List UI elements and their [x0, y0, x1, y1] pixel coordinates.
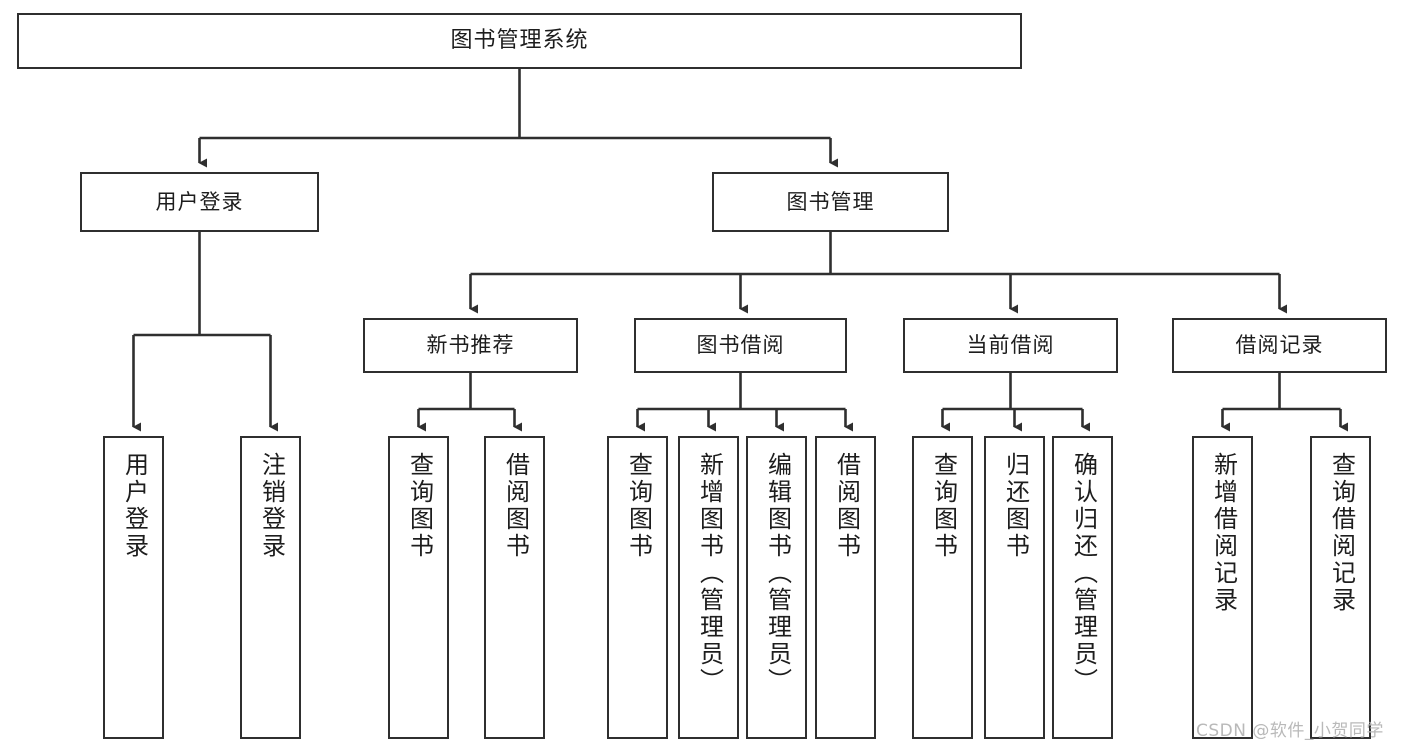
node-book-borrow-label: 图书借阅: [696, 333, 785, 358]
node-leaf-user-login[interactable]: 用户登录: [103, 436, 164, 739]
node-leaf-edit-book-label: 编辑图书（管理员）: [763, 452, 792, 695]
node-leaf-query-book-b[interactable]: 查询图书: [607, 436, 668, 739]
node-root-label: 图书管理系统: [450, 28, 589, 54]
node-leaf-return-book[interactable]: 归还图书: [984, 436, 1045, 739]
watermark: CSDN @软件_小贺同学: [1196, 721, 1384, 741]
node-leaf-logout-login-label: 注销登录: [257, 452, 286, 560]
node-leaf-edit-book[interactable]: 编辑图书（管理员）: [746, 436, 807, 739]
node-leaf-query-book-c[interactable]: 查询图书: [912, 436, 973, 739]
node-leaf-add-borrow-record-label: 新增借阅记录: [1209, 452, 1238, 614]
node-leaf-query-book-a[interactable]: 查询图书: [388, 436, 449, 739]
node-borrow-record[interactable]: 借阅记录: [1172, 318, 1387, 373]
node-leaf-return-book-label: 归还图书: [1001, 452, 1030, 560]
node-new-book-recommend-label: 新书推荐: [426, 333, 515, 358]
node-leaf-borrow-book-a-label: 借阅图书: [501, 452, 530, 560]
node-leaf-query-book-b-label: 查询图书: [624, 452, 653, 560]
node-leaf-borrow-book-b-label: 借阅图书: [832, 452, 861, 560]
node-new-book-recommend[interactable]: 新书推荐: [363, 318, 578, 373]
node-leaf-query-borrow-record[interactable]: 查询借阅记录: [1310, 436, 1371, 739]
node-leaf-query-borrow-record-label: 查询借阅记录: [1327, 452, 1356, 614]
node-book-borrow[interactable]: 图书借阅: [634, 318, 847, 373]
node-current-borrow-label: 当前借阅: [966, 333, 1055, 358]
node-leaf-logout-login[interactable]: 注销登录: [240, 436, 301, 739]
node-leaf-confirm-return-label: 确认归还（管理员）: [1069, 452, 1098, 695]
node-leaf-confirm-return[interactable]: 确认归还（管理员）: [1052, 436, 1113, 739]
node-leaf-add-book-label: 新增图书（管理员）: [695, 452, 724, 695]
node-root[interactable]: 图书管理系统: [17, 13, 1022, 69]
node-leaf-add-book[interactable]: 新增图书（管理员）: [678, 436, 739, 739]
node-borrow-record-label: 借阅记录: [1235, 333, 1324, 358]
node-book-manage-label: 图书管理: [786, 189, 875, 214]
node-book-manage[interactable]: 图书管理: [712, 172, 949, 232]
node-leaf-borrow-book-a[interactable]: 借阅图书: [484, 436, 545, 739]
node-leaf-query-book-c-label: 查询图书: [929, 452, 958, 560]
node-user-login[interactable]: 用户登录: [80, 172, 319, 232]
node-current-borrow[interactable]: 当前借阅: [903, 318, 1118, 373]
node-leaf-borrow-book-b[interactable]: 借阅图书: [815, 436, 876, 739]
node-leaf-query-book-a-label: 查询图书: [405, 452, 434, 560]
node-user-login-label: 用户登录: [155, 189, 244, 214]
node-leaf-add-borrow-record[interactable]: 新增借阅记录: [1192, 436, 1253, 739]
node-leaf-user-login-label: 用户登录: [120, 452, 149, 560]
